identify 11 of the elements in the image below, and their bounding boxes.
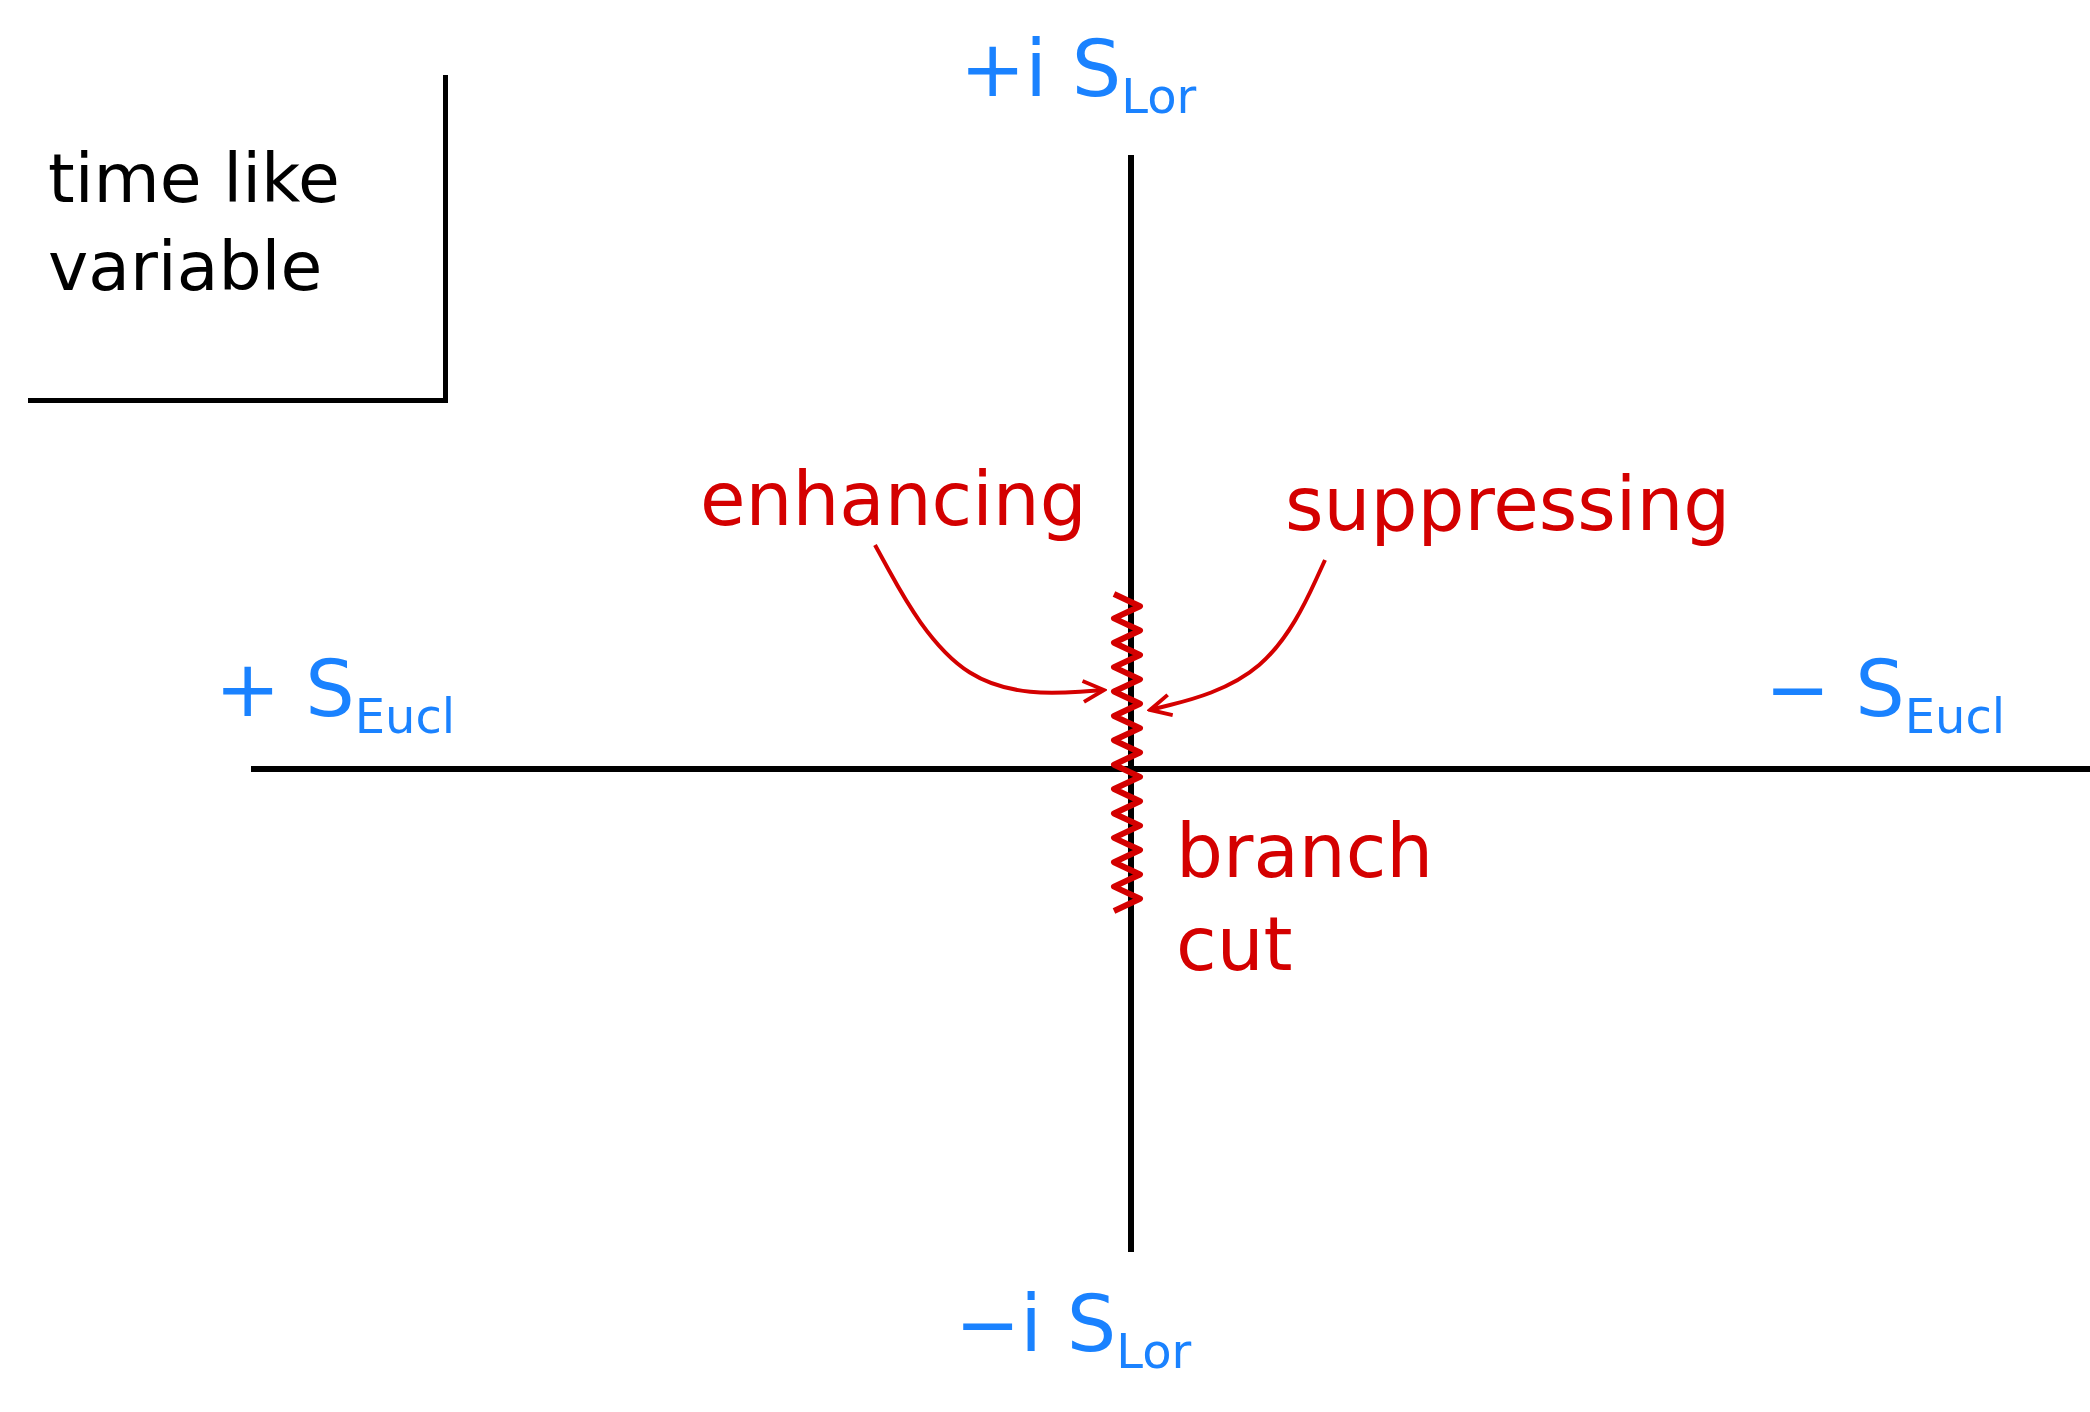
arrow — [1148, 559, 1327, 717]
annotation-text: suppressing — [1285, 460, 1732, 549]
branch-cut-label: branch cut — [1176, 807, 1435, 989]
annotation-text: enhancing — [700, 455, 1088, 544]
axis-label: −i S$_{Lor}$ — [955, 1285, 1192, 1375]
axis-label: +i S$_{Lor}$ — [960, 30, 1197, 120]
axis-label: + S$_{Eucl}$ — [215, 650, 456, 740]
box-label: time like variable — [48, 138, 341, 309]
axis-label: − S$_{Eucl}$ — [1765, 650, 2006, 740]
arrow — [873, 544, 1106, 704]
label-box — [28, 75, 448, 403]
